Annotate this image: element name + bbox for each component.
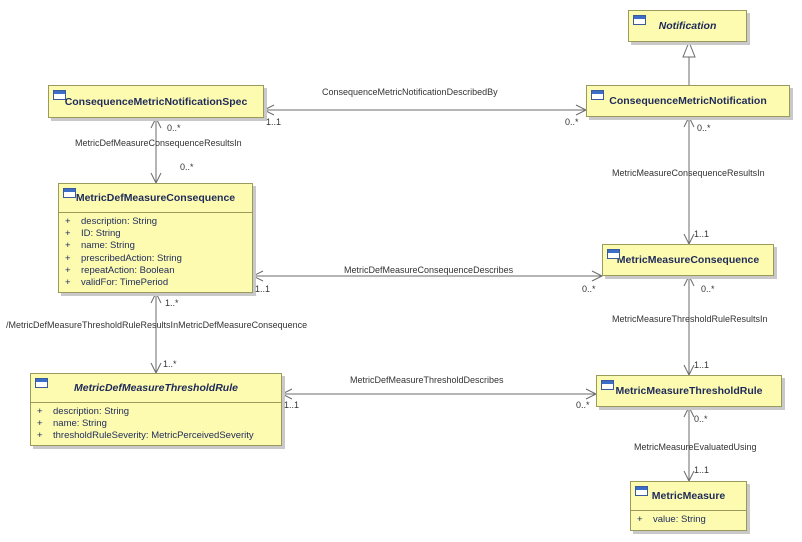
class-icon bbox=[607, 249, 620, 259]
association-name: MetricMeasureConsequenceResultsIn bbox=[612, 168, 765, 178]
association-name: MetricDefMeasureThresholdDescribes bbox=[350, 375, 504, 385]
class-icon bbox=[635, 486, 648, 496]
class-metric-def-measure-threshold-rule[interactable]: MetricDefMeasureThresholdRule +descripti… bbox=[30, 373, 282, 446]
arrowhead-up bbox=[150, 291, 162, 304]
class-consequence-metric-notification[interactable]: ConsequenceMetricNotification bbox=[586, 85, 790, 117]
class-name: MetricMeasureConsequence bbox=[616, 254, 760, 266]
attribute-list: +value: String bbox=[631, 510, 746, 526]
class-consequence-metric-notification-spec[interactable]: ConsequenceMetricNotificationSpec bbox=[48, 85, 264, 118]
attribute: +description: String bbox=[37, 406, 130, 417]
arrowhead-up bbox=[683, 115, 695, 128]
class-name: MetricMeasureThresholdRule bbox=[615, 385, 763, 397]
class-icon bbox=[35, 378, 48, 388]
class-name: MetricDefMeasureConsequence bbox=[75, 192, 236, 204]
attribute: +ID: String bbox=[65, 228, 121, 240]
class-name: MetricMeasure bbox=[651, 490, 726, 502]
arrowhead-up bbox=[150, 116, 162, 129]
class-metric-measure[interactable]: MetricMeasure +value: String bbox=[630, 481, 747, 531]
multiplicity: 0..* bbox=[576, 400, 590, 410]
attribute: +name: String bbox=[37, 418, 107, 430]
multiplicity: 0..* bbox=[582, 284, 596, 294]
attribute-list: +description: String +name: String +thre… bbox=[31, 402, 281, 443]
arrowhead-left bbox=[262, 104, 275, 116]
multiplicity: 0..* bbox=[167, 123, 181, 133]
multiplicity: 1..1 bbox=[284, 400, 300, 410]
multiplicity: 0..* bbox=[694, 414, 708, 424]
multiplicity: 1..1 bbox=[694, 465, 710, 475]
multiplicity: 0..* bbox=[701, 284, 715, 294]
class-icon bbox=[633, 15, 646, 25]
class-name: Notification bbox=[658, 20, 717, 32]
attribute: +description: String bbox=[65, 216, 158, 227]
arrowhead-left bbox=[280, 388, 293, 400]
multiplicity: 1..1 bbox=[694, 229, 710, 239]
multiplicity: 1..1 bbox=[266, 117, 282, 127]
multiplicity: 0..* bbox=[697, 123, 711, 133]
arrowhead-up bbox=[683, 405, 695, 418]
association-name: MetricMeasureThresholdRuleResultsIn bbox=[612, 314, 768, 324]
association-name: MetricDefMeasureConsequenceDescribes bbox=[344, 265, 514, 275]
arrowhead-up bbox=[683, 274, 695, 287]
class-notification[interactable]: Notification bbox=[628, 10, 747, 42]
attribute: +name: String bbox=[65, 240, 135, 252]
association-name: /MetricDefMeasureThresholdRuleResultsInM… bbox=[6, 320, 308, 330]
generalization-arrowhead bbox=[682, 40, 696, 58]
class-icon bbox=[53, 90, 66, 100]
class-metric-measure-threshold-rule[interactable]: MetricMeasureThresholdRule bbox=[596, 375, 782, 407]
attribute: +prescribedAction: String bbox=[65, 252, 182, 264]
class-name: MetricDefMeasureThresholdRule bbox=[74, 382, 238, 394]
class-name: ConsequenceMetricNotificationSpec bbox=[64, 95, 248, 108]
association-name: ConsequenceMetricNotificationDescribedBy bbox=[322, 87, 498, 97]
class-icon bbox=[591, 90, 604, 100]
multiplicity: 0..* bbox=[565, 117, 579, 127]
class-metric-def-measure-consequence[interactable]: MetricDefMeasureConsequence +description… bbox=[58, 183, 253, 293]
class-metric-measure-consequence[interactable]: MetricMeasureConsequence bbox=[602, 244, 774, 276]
attribute: +validFor: TimePeriod bbox=[65, 276, 169, 288]
attribute-list: +description: String +ID: String +name: … bbox=[59, 212, 252, 289]
multiplicity: 0..* bbox=[180, 162, 194, 172]
attribute: +value: String bbox=[637, 514, 706, 525]
multiplicity: 1..1 bbox=[694, 360, 710, 370]
association-name: MetricMeasureEvaluatedUsing bbox=[634, 442, 757, 452]
class-icon bbox=[601, 380, 614, 390]
attribute: +thresholdRuleSeverity: MetricPerceivedS… bbox=[37, 430, 254, 442]
multiplicity: 1..* bbox=[165, 298, 179, 308]
class-icon bbox=[63, 188, 76, 198]
attribute: +repeatAction: Boolean bbox=[65, 264, 175, 276]
arrowhead-left bbox=[251, 270, 264, 282]
multiplicity: 1..1 bbox=[255, 284, 271, 294]
multiplicity: 1..* bbox=[163, 359, 177, 369]
association-name: MetricDefMeasureConsequenceResultsIn bbox=[75, 138, 242, 148]
arrowhead-right bbox=[591, 270, 604, 282]
class-name: ConsequenceMetricNotification bbox=[609, 95, 767, 107]
